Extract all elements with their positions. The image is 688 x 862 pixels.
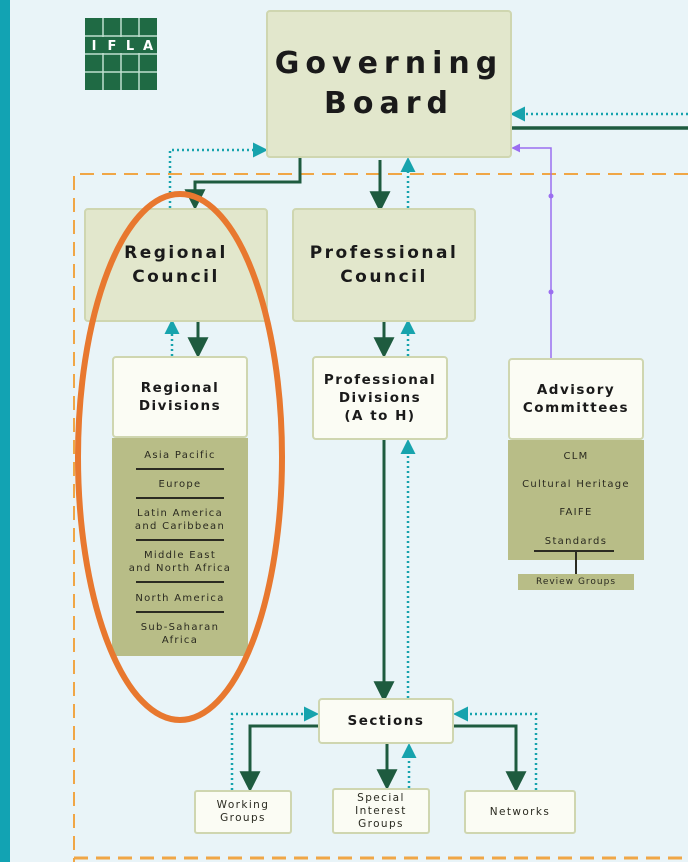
- regional-council-line1: Regional: [124, 243, 228, 263]
- region-middle-east[interactable]: Middle East and North Africa: [128, 550, 232, 574]
- review-groups[interactable]: Review Groups: [518, 574, 634, 590]
- arrow-networks-to-sections: [453, 706, 538, 790]
- divider: [136, 497, 224, 499]
- networks[interactable]: Networks: [464, 790, 576, 834]
- professional-divisions[interactable]: Professional Divisions (A to H): [312, 356, 448, 440]
- region-latin-america[interactable]: Latin America and Caribbean: [134, 508, 226, 532]
- regional-divisions-line2: Divisions: [138, 398, 222, 414]
- divider: [534, 550, 614, 552]
- logo-letter-l: L: [126, 39, 134, 54]
- arrow-regional-to-board: [168, 142, 268, 208]
- committee-faife[interactable]: FAIFE: [559, 507, 593, 518]
- advisory-committees-line1: Advisory: [536, 382, 616, 398]
- divider: [136, 468, 224, 470]
- sections[interactable]: Sections: [318, 698, 454, 744]
- standards-connector: [575, 550, 577, 574]
- professional-council[interactable]: Professional Council: [292, 208, 476, 322]
- regional-divisions-list: Asia Pacific Europe Latin America and Ca…: [112, 438, 248, 656]
- professional-council-line1: Professional: [309, 243, 459, 263]
- working-groups[interactable]: Working Groups: [194, 790, 292, 834]
- arrow-sections-to-working: [239, 724, 320, 793]
- professional-divisions-line1: Professional: [323, 372, 437, 388]
- divider: [136, 611, 224, 613]
- professional-divisions-line3: (A to H): [344, 408, 416, 424]
- divider: [136, 581, 224, 583]
- regional-council-line2: Council: [132, 267, 220, 287]
- dashed-border: [73, 173, 688, 862]
- purple-dot: [548, 193, 554, 199]
- org-chart-canvas: I F L A Governing Board Regional Council…: [10, 0, 688, 862]
- committee-cultural-heritage[interactable]: Cultural Heritage: [522, 479, 630, 490]
- governing-board[interactable]: Governing Board: [266, 10, 512, 158]
- sections-label: Sections: [347, 713, 425, 729]
- purple-dot: [548, 289, 554, 295]
- region-north-america[interactable]: North America: [135, 593, 225, 604]
- highlight-ellipse: [75, 191, 285, 723]
- logo-letter-i: I: [92, 39, 97, 54]
- committee-standards[interactable]: Standards: [544, 536, 608, 547]
- arrow-sections-to-networks: [454, 724, 527, 793]
- arrow-working-to-sections: [230, 706, 319, 790]
- divider: [136, 539, 224, 541]
- logo-letter-f: F: [108, 39, 117, 54]
- regional-divisions-line1: Regional: [140, 380, 220, 396]
- committee-clm[interactable]: CLM: [563, 451, 589, 462]
- advisory-committees-line2: Committees: [522, 400, 630, 416]
- ifla-logo: I F L A: [85, 18, 157, 90]
- region-asia-pacific[interactable]: Asia Pacific: [144, 450, 216, 461]
- regional-council[interactable]: Regional Council: [84, 208, 268, 322]
- governing-board-line1: Governing: [274, 46, 504, 81]
- region-europe[interactable]: Europe: [158, 479, 202, 490]
- regional-divisions[interactable]: Regional Divisions: [112, 356, 248, 438]
- professional-divisions-line2: Divisions: [338, 390, 422, 406]
- governing-board-line2: Board: [324, 86, 454, 121]
- special-interest-groups[interactable]: Special Interest Groups: [332, 788, 430, 834]
- advisory-committees[interactable]: Advisory Committees: [508, 358, 644, 440]
- arrow-advisory-to-board: [511, 143, 552, 358]
- professional-council-line2: Council: [340, 267, 428, 287]
- region-sub-saharan-africa[interactable]: Sub-Saharan Africa: [140, 622, 220, 646]
- logo-letter-a: A: [143, 39, 153, 54]
- advisory-committees-list: CLM Cultural Heritage FAIFE Standards: [508, 440, 644, 560]
- connector-arrows: [73, 106, 688, 862]
